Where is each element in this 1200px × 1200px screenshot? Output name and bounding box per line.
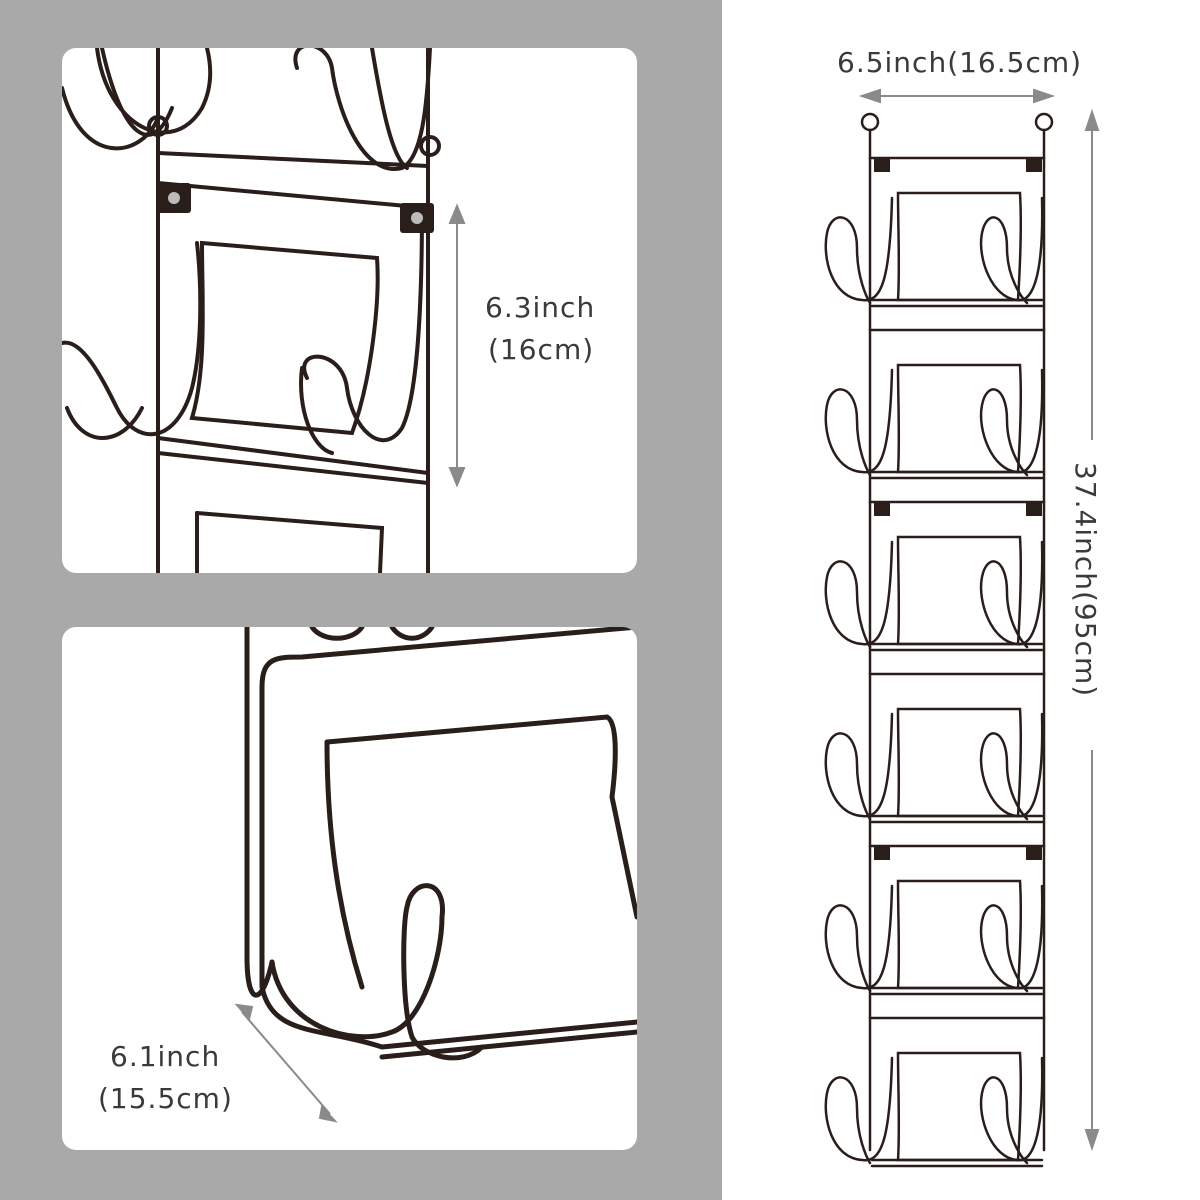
rack-tier [824,1016,1046,1168]
rack-closeup-top-illustration [62,48,466,573]
overall-height-label: 37.4inch(95cm) [1069,462,1102,698]
detail-panel-height: 6.3inch (16cm) [62,48,637,573]
mounting-tab [1026,158,1042,172]
overall-width-label: 6.5inch(16.5cm) [837,46,1083,79]
rack-tier [824,156,1046,308]
mounting-tab [874,846,890,860]
rack-tier [824,328,1046,480]
full-rack-illustration [824,88,1100,1168]
mounting-tab [874,502,890,516]
height-cm-label: (16cm) [488,333,595,366]
full-rack-view: 6.5inch(16.5cm) 37.4inch(95cm) [722,0,1200,1200]
mounting-tab [1026,846,1042,860]
mounting-tab [874,158,890,172]
depth-cm-label: (15.5cm) [98,1082,233,1115]
rack-closeup-bottom-illustration [234,627,637,1123]
height-inch-label: 6.3inch [485,291,596,324]
mounting-tab [1026,502,1042,516]
detail-panel-depth: 6.1inch (15.5cm) [62,627,637,1150]
depth-inch-label: 6.1inch [110,1040,221,1073]
rack-tier [824,500,1046,652]
rack-tier [824,672,1046,824]
rack-tier [824,844,1046,996]
